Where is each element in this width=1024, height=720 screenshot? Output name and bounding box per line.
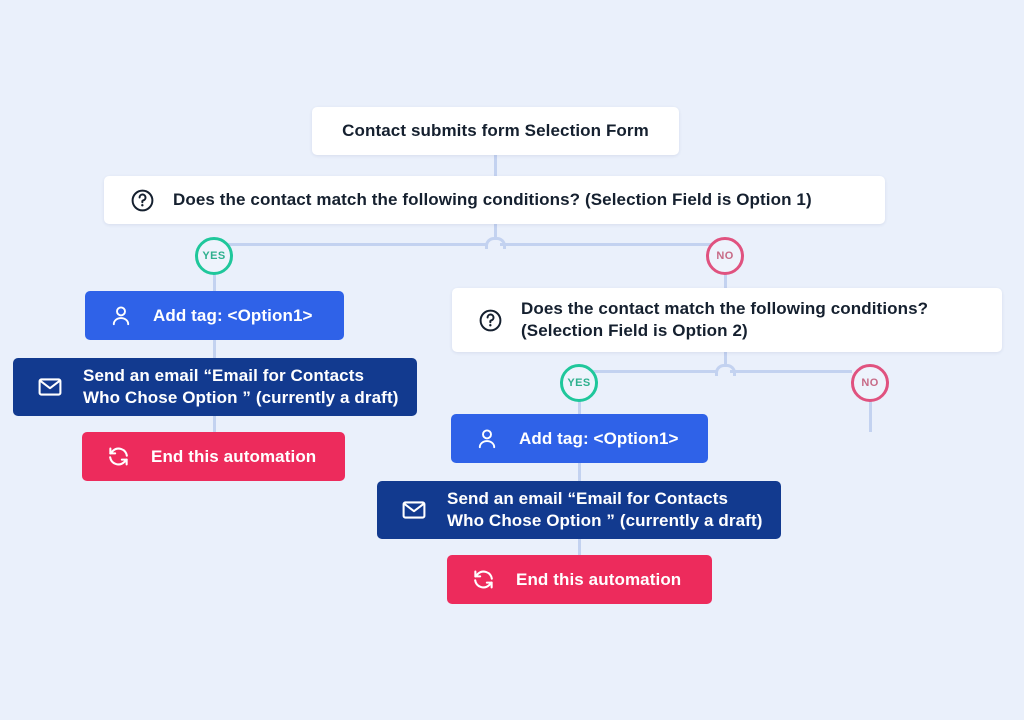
refresh-cycle-icon	[471, 567, 496, 592]
branch-badge-yes-2-label: YES	[567, 377, 591, 389]
action-node-send-email-1-label: Send an email “Email for Contacts Who Ch…	[83, 366, 399, 407]
connector-trigger-to-condition1	[494, 154, 497, 176]
branch-badge-no-1-label: NO	[716, 250, 734, 262]
action-node-end-automation-2[interactable]: End this automation	[447, 555, 712, 604]
connector-condition2-stub	[724, 352, 727, 364]
branch-badge-no-1[interactable]: NO	[706, 237, 744, 275]
question-mark-icon	[478, 308, 503, 333]
action-node-add-tag-2[interactable]: Add tag: <Option1>	[451, 414, 708, 463]
connector-addtag1-to-email	[213, 340, 216, 358]
condition-node-1[interactable]: Does the contact match the following con…	[104, 176, 885, 224]
connector-split1-right-arm	[500, 243, 726, 246]
condition-node-2[interactable]: Does the contact match the following con…	[452, 288, 1002, 352]
action-node-send-email-2-label: Send an email “Email for Contacts Who Ch…	[447, 489, 763, 530]
contact-person-icon	[109, 304, 133, 328]
branch-badge-yes-1[interactable]: YES	[195, 237, 233, 275]
connector-addtag2-to-email	[578, 463, 581, 481]
condition-2-label: Does the contact match the following con…	[521, 299, 929, 340]
trigger-node[interactable]: Contact submits form Selection Form	[312, 107, 679, 155]
condition-1-label: Does the contact match the following con…	[173, 190, 812, 209]
trigger-label: Contact submits form Selection Form	[342, 121, 649, 140]
action-node-end-automation-1[interactable]: End this automation	[82, 432, 345, 481]
connector-email1-to-end	[213, 416, 216, 432]
action-node-send-email-2[interactable]: Send an email “Email for Contacts Who Ch…	[377, 481, 781, 539]
action-node-add-tag-1-label: Add tag: <Option1>	[153, 305, 313, 325]
contact-person-icon	[475, 427, 499, 451]
connector-no2-dangling-stub	[869, 401, 872, 432]
connector-email2-to-end	[578, 539, 581, 555]
connector-yes2-to-addtag	[578, 401, 581, 415]
action-node-add-tag-1[interactable]: Add tag: <Option1>	[85, 291, 344, 340]
action-node-add-tag-2-label: Add tag: <Option1>	[519, 428, 679, 448]
connector-split2-left-arm	[579, 370, 718, 373]
branch-badge-yes-2[interactable]: YES	[560, 364, 598, 402]
connector-split1-left-arm	[215, 243, 488, 246]
action-node-end-automation-1-label: End this automation	[151, 446, 317, 466]
branch-badge-no-2[interactable]: NO	[851, 364, 889, 402]
envelope-icon	[401, 497, 427, 523]
envelope-icon	[37, 374, 63, 400]
connector-condition1-stub	[494, 223, 497, 237]
action-node-send-email-1[interactable]: Send an email “Email for Contacts Who Ch…	[13, 358, 417, 416]
action-node-end-automation-2-label: End this automation	[516, 569, 682, 589]
branch-badge-no-2-label: NO	[861, 377, 879, 389]
connector-split2-right-arm	[730, 370, 852, 373]
branch-badge-yes-1-label: YES	[202, 250, 226, 262]
question-mark-icon	[130, 188, 155, 213]
connector-no1-to-condition2	[724, 274, 727, 288]
refresh-cycle-icon	[106, 444, 131, 469]
connector-yes1-to-addtag	[213, 274, 216, 292]
